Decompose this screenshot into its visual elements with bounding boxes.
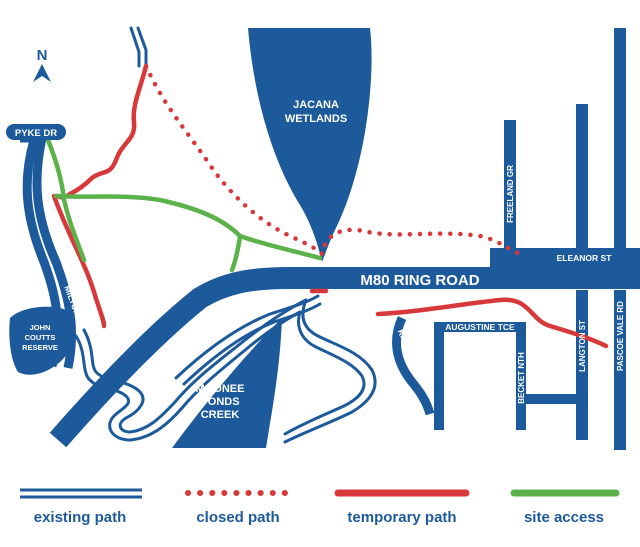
- moonee-label-line3: CREEK: [201, 409, 240, 421]
- site-access-paths: [45, 137, 323, 273]
- langton-label: LANGTON ST: [578, 320, 587, 372]
- becket-label: BECKET NTH: [517, 352, 526, 404]
- ring-road-label: M80 RING ROAD: [360, 272, 479, 289]
- place-labels: JACANA WETLANDS MOONEE PONDS CREEK JOHN …: [22, 99, 347, 421]
- jacana-label-line1: JACANA: [293, 99, 339, 111]
- eleanor-label: ELEANOR ST: [557, 253, 613, 263]
- augustine-label: AUGUSTINE TCE: [445, 322, 515, 332]
- legend-existing-label: existing path: [34, 509, 127, 526]
- legend-temporary-path: temporary path: [334, 489, 470, 526]
- north-arrow: N: [33, 47, 51, 82]
- pyke-drive-road-shadow: [22, 138, 63, 368]
- ring-road: [49, 267, 640, 448]
- closed-path: [143, 63, 523, 259]
- moonee-ponds-creek-area: [172, 318, 282, 448]
- moonee-label-line2: PONDS: [200, 396, 239, 408]
- coutts-label-line3: RESERVE: [22, 343, 58, 352]
- legend-temporary-label: temporary path: [347, 509, 456, 526]
- pascoe-label: PASCOE VALE RD: [616, 301, 625, 371]
- legend-closed-path: closed path: [185, 490, 297, 526]
- legend-closed-label: closed path: [196, 509, 279, 526]
- moonee-label-line1: MOONEE: [196, 383, 245, 395]
- coutts-label-line1: JOHN: [30, 323, 51, 332]
- existing-paths: [74, 26, 377, 444]
- coutts-label-line2: COUTTS: [25, 333, 56, 342]
- karin-crescent-road: [392, 316, 435, 416]
- pyke-label: PYKE DR: [15, 128, 57, 139]
- legend: existing path closed path temporary path…: [20, 488, 620, 526]
- pyke-drive-road: [20, 133, 77, 369]
- north-arrow-icon: [33, 64, 51, 82]
- jacana-wetlands-area: [248, 28, 372, 262]
- street-grid: [434, 28, 640, 450]
- north-label: N: [37, 47, 48, 64]
- freeland-label: FREELAND GR: [506, 165, 515, 223]
- legend-site-access: site access: [510, 489, 620, 526]
- jacana-label-line2: WETLANDS: [285, 113, 347, 125]
- legend-existing-path: existing path: [20, 488, 142, 526]
- legend-site-label: site access: [524, 509, 604, 526]
- pyke-label-bg: [6, 124, 66, 140]
